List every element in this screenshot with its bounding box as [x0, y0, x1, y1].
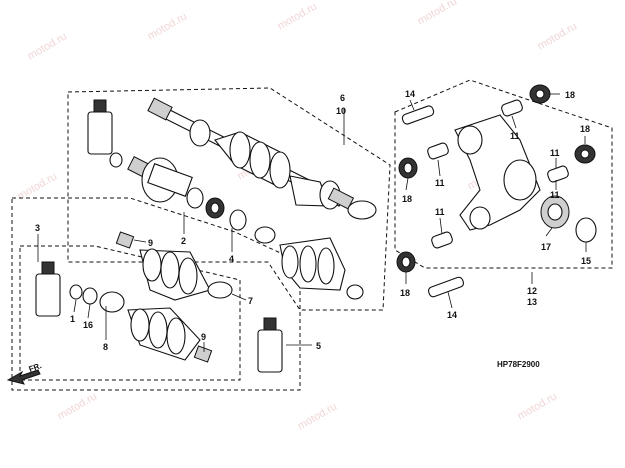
watermark: motod.ru [146, 10, 190, 42]
callout-labels: 6 10 2 4 3 5 7 8 9 9 1 16 14 14 11 11 11… [35, 89, 591, 352]
clip-icon [69, 284, 83, 300]
callout-10: 10 [336, 106, 346, 116]
callout-16: 16 [83, 320, 93, 330]
callout-18: 18 [580, 124, 590, 134]
leader-lines [37, 93, 587, 352]
watermark: motod.ru [26, 30, 70, 62]
drive-shaft-icon [147, 97, 355, 210]
front-direction-arrow: FR. [6, 361, 43, 385]
ring-icon [82, 287, 98, 305]
boot-band-icon [254, 226, 276, 244]
boot-kit-frame [11, 197, 301, 391]
callout-11: 11 [550, 148, 560, 158]
callout-15: 15 [581, 256, 591, 266]
clip-icon [109, 152, 123, 168]
watermark: motod.ru [56, 390, 100, 422]
bearing-inner-icon [210, 202, 220, 214]
callout-11: 11 [435, 207, 445, 217]
bushing-icon [427, 142, 449, 160]
grease-bottle-icon [87, 99, 113, 155]
callout-7: 7 [248, 296, 253, 306]
boot-band-icon [347, 200, 377, 220]
snap-ring-icon [229, 209, 247, 231]
callout-8: 8 [103, 342, 108, 352]
callout-13: 13 [527, 297, 537, 307]
watermark: motod.ru [296, 400, 340, 432]
lower-boot-2-icon [99, 291, 213, 363]
grease-bottle-icon [35, 261, 61, 317]
shaft-assembly-frame [67, 87, 391, 311]
callout-1: 1 [70, 314, 75, 324]
boot-band-icon [346, 284, 364, 300]
watermark: motod.ru [536, 20, 580, 52]
callout-18: 18 [402, 194, 412, 204]
part-code: HP78F2900 [497, 360, 540, 369]
callout-4: 4 [229, 254, 234, 264]
callout-14: 14 [405, 89, 415, 99]
bushing-icon [431, 231, 453, 249]
callout-3: 3 [35, 223, 40, 233]
callout-9: 9 [201, 332, 206, 342]
callout-18: 18 [400, 288, 410, 298]
pivot-pin-icon [401, 105, 435, 125]
callout-2: 2 [181, 236, 186, 246]
callout-12: 12 [527, 286, 537, 296]
callout-5: 5 [316, 341, 321, 351]
callout-18: 18 [565, 90, 575, 100]
knuckle-arm-icon [454, 114, 541, 231]
watermark: motod.ru [516, 390, 560, 422]
joint-kit-frame [19, 245, 241, 381]
cv-joint-outer-icon [127, 156, 193, 203]
callout-11: 11 [510, 131, 520, 141]
watermark: motod.ru [276, 0, 320, 32]
callout-14: 14 [447, 310, 457, 320]
bushing-icon [547, 165, 569, 183]
watermark: motod.ru [416, 0, 460, 28]
front-direction-label: FR. [28, 361, 43, 374]
lower-boot-icon [115, 231, 233, 301]
callout-11: 11 [550, 190, 560, 200]
pivot-pin-icon [427, 276, 465, 298]
callout-17: 17 [541, 242, 551, 252]
knuckle-frame [394, 79, 613, 269]
bushing-icon [501, 99, 523, 117]
circlip-icon [186, 187, 204, 209]
snap-ring-icon [575, 217, 597, 243]
callout-9: 9 [148, 238, 153, 248]
callout-11: 11 [435, 178, 445, 188]
callout-6: 6 [340, 93, 345, 103]
grease-bottle-icon [257, 317, 283, 373]
